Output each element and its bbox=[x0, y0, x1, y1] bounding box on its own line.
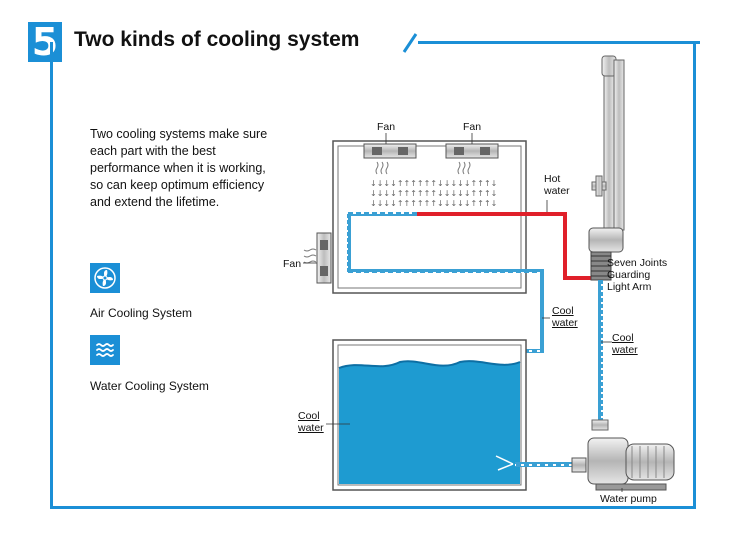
airflow-arrows: ↓↓↓↓↑↑↑↑↑↑↓↓↓↓↓↑↑↑↓ ↓↓↓↓↑↑↑↑↑↑↓↓↓↓↓↑↑↑↓ … bbox=[370, 179, 497, 208]
side-fan bbox=[303, 232, 332, 284]
svg-text:↓↓↓↓↑↑↑↑↑↑↓↓↓↓↓↑↑↑↓: ↓↓↓↓↑↑↑↑↑↑↓↓↓↓↓↑↑↑↓ bbox=[370, 179, 497, 188]
internal-cool-loop bbox=[347, 212, 544, 353]
cool-water-pipe-label: Cool water bbox=[552, 305, 578, 329]
cool-water-return-pipe bbox=[598, 280, 603, 422]
light-housing-box bbox=[332, 140, 527, 294]
fan-icon bbox=[90, 263, 120, 293]
top-fan-left bbox=[363, 143, 417, 159]
title-slash-decoration bbox=[402, 33, 418, 53]
light-arm bbox=[588, 55, 625, 281]
legend-water-cooling: Water Cooling System bbox=[90, 379, 209, 393]
cool-water-tank-label: Cool water bbox=[298, 410, 324, 434]
pump-inlet-pipe bbox=[515, 462, 575, 467]
fan-air-waves bbox=[375, 161, 471, 175]
page-title: Two kinds of cooling system bbox=[74, 28, 360, 51]
leader-lines bbox=[303, 133, 623, 492]
inlet-arrow bbox=[495, 455, 514, 471]
svg-text:↓↓↓↓↑↑↑↑↑↑↓↓↓↓↓↑↑↑↓: ↓↓↓↓↑↑↑↑↑↑↓↓↓↓↓↑↑↑↓ bbox=[370, 189, 497, 198]
content-frame bbox=[50, 42, 696, 509]
fan-side-label: Fan bbox=[283, 258, 302, 270]
legend-air-cooling: Air Cooling System bbox=[90, 306, 193, 320]
step-number-badge: 5 bbox=[28, 22, 62, 62]
fan-top-right-label: Fan bbox=[463, 121, 482, 133]
svg-text:↓↓↓↓↑↑↑↑↑↑↓↓↓↓↓↑↑↑↓: ↓↓↓↓↑↑↑↑↑↑↓↓↓↓↓↑↑↑↓ bbox=[370, 199, 497, 208]
frame-top-line bbox=[418, 41, 700, 44]
cool-water-right-label: Cool water bbox=[612, 332, 638, 356]
pipe-coupling bbox=[591, 419, 609, 431]
top-fan-right bbox=[445, 143, 499, 159]
description-text: Two cooling systems make sure each part … bbox=[90, 127, 268, 209]
hot-water-pipe bbox=[417, 212, 591, 280]
water-tank bbox=[332, 339, 527, 491]
fan-top-left-label: Fan bbox=[377, 121, 396, 133]
water-waves-icon bbox=[90, 335, 120, 365]
hot-water-label: Hot water bbox=[544, 173, 570, 197]
water-pump-label: Water pump bbox=[600, 493, 657, 505]
seven-joints-label: Seven Joints Guarding Light Arm bbox=[607, 257, 668, 293]
water-pump bbox=[571, 437, 675, 491]
